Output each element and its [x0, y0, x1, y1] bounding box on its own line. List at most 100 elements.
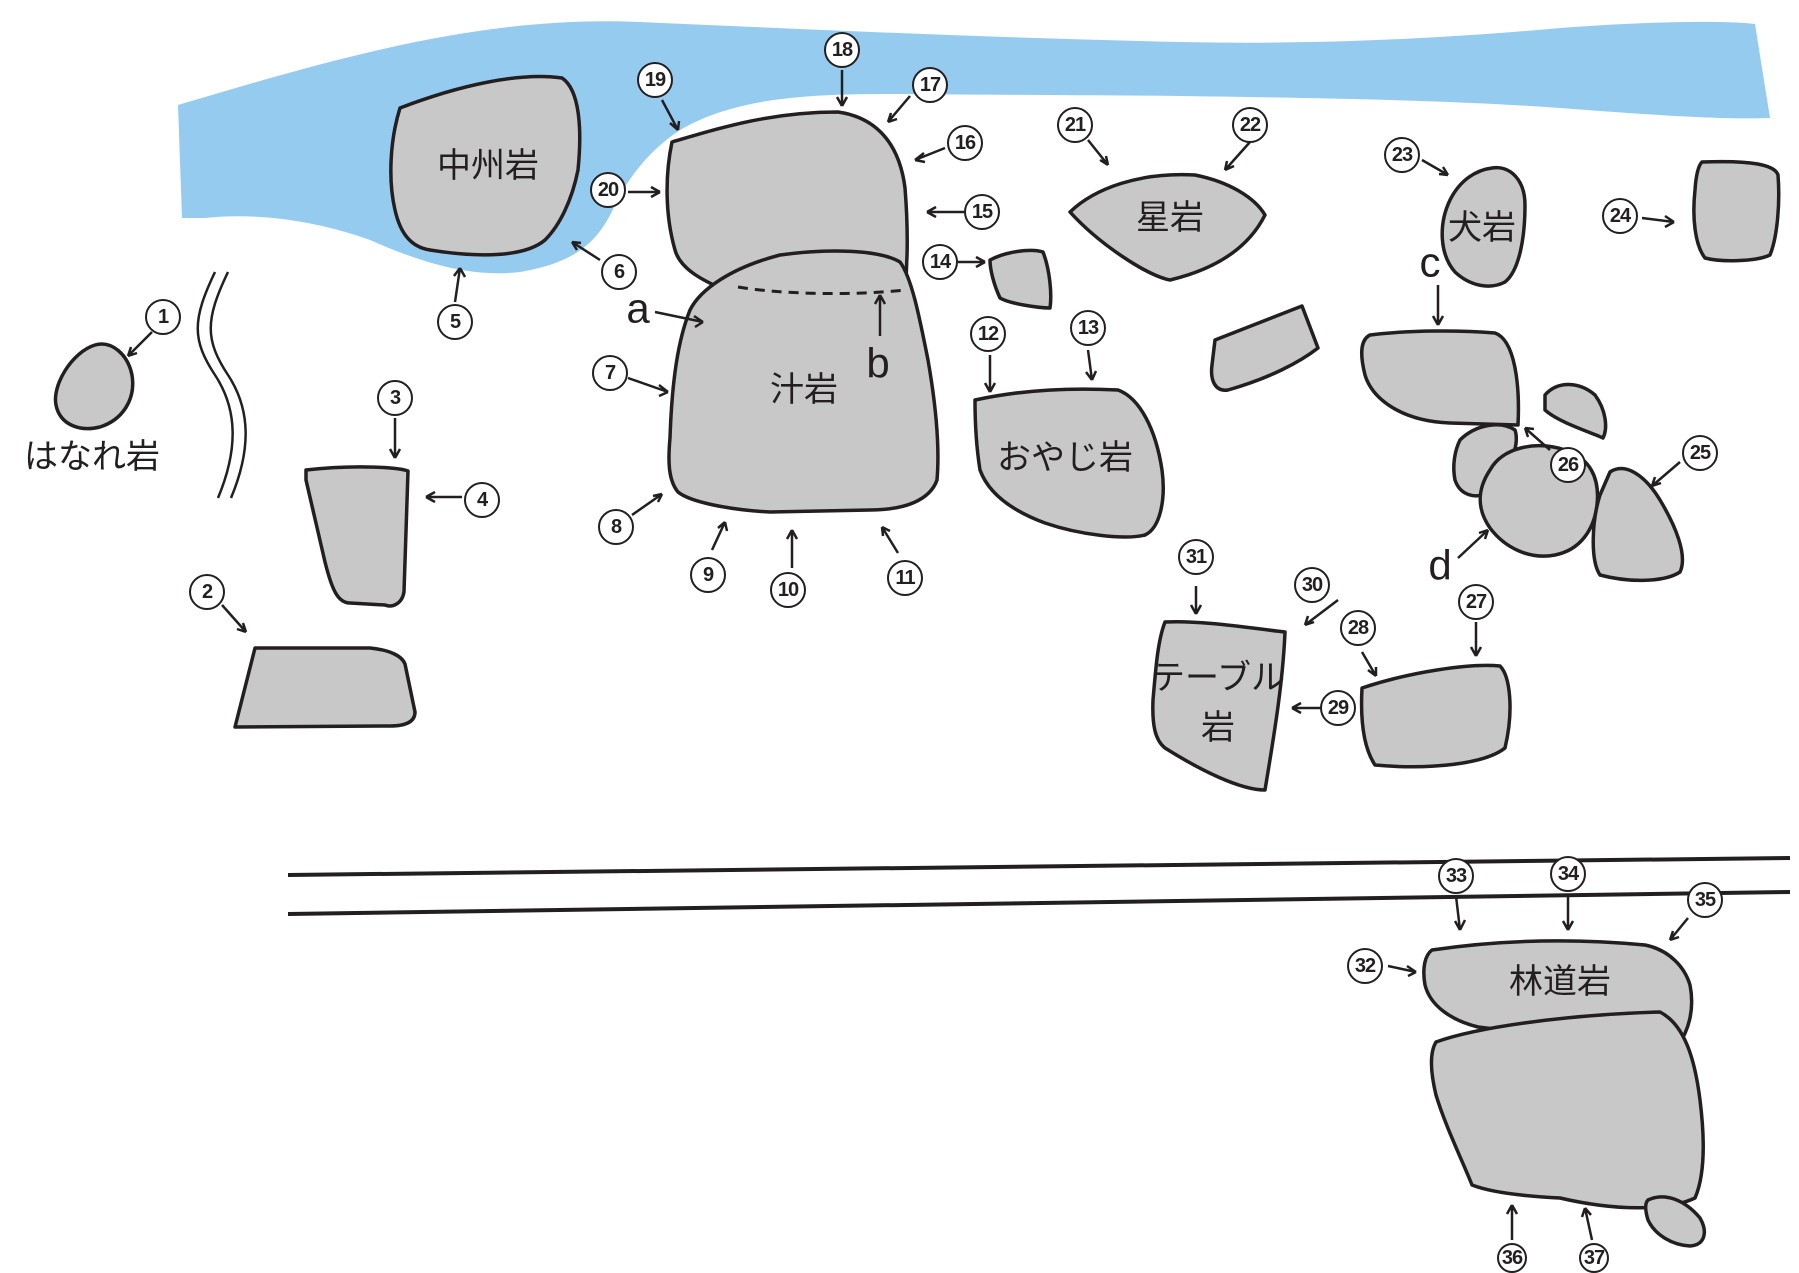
marker-8: 8 [598, 509, 634, 545]
marker-23: 23 [1384, 137, 1420, 173]
rock-24 [1692, 159, 1781, 263]
svg-text:4: 4 [477, 489, 489, 511]
label-shiru: 汁岩 [770, 370, 838, 410]
marker-19: 19 [637, 62, 673, 98]
label-rindo: 林道岩 [1509, 962, 1611, 1002]
label-hoshi: 星岩 [1136, 198, 1204, 238]
marker-29: 29 [1320, 690, 1356, 726]
svg-text:15: 15 [972, 201, 993, 223]
marker-21: 21 [1057, 107, 1093, 143]
road-line-lower [287, 890, 1791, 916]
marker-36: 36 [1497, 1243, 1527, 1273]
letter-c: c [1420, 239, 1441, 286]
marker-31: 31 [1178, 539, 1214, 575]
marker-28: 28 [1340, 610, 1376, 646]
svg-text:26: 26 [1558, 454, 1579, 476]
arrow-d [1457, 528, 1490, 559]
label-table-line2: 岩 [1201, 708, 1235, 748]
marker-2: 2 [189, 574, 225, 610]
marker-11: 11 [887, 560, 923, 596]
marker-14: 14 [922, 244, 958, 280]
marker-9: 9 [690, 557, 726, 593]
marker-33: 33 [1438, 858, 1474, 894]
road-line-upper [287, 856, 1791, 877]
svg-text:31: 31 [1186, 546, 1207, 568]
svg-text:14: 14 [930, 251, 952, 273]
rock-27 [1359, 663, 1512, 769]
rock-small-mid [1209, 304, 1320, 392]
svg-text:2: 2 [202, 581, 213, 603]
svg-text:34: 34 [1558, 863, 1580, 885]
rock-nakasu [389, 74, 582, 257]
svg-text:27: 27 [1466, 591, 1487, 613]
svg-text:37: 37 [1584, 1247, 1605, 1269]
svg-text:20: 20 [598, 179, 619, 201]
svg-text:24: 24 [1610, 205, 1632, 227]
marker-24: 24 [1602, 198, 1638, 234]
label-nakasu: 中州岩 [437, 146, 539, 186]
rock-inu [1440, 165, 1527, 288]
label-oyaji: おやじ岩 [997, 438, 1133, 478]
letter-b: b [866, 340, 889, 387]
marker-18: 18 [824, 32, 860, 68]
rock-hoshi [1068, 172, 1267, 282]
marker-26: 26 [1550, 447, 1586, 483]
svg-text:13: 13 [1078, 317, 1099, 339]
arrow-b [873, 294, 887, 336]
marker-34: 34 [1550, 856, 1586, 892]
marker-37: 37 [1579, 1243, 1609, 1273]
letter-a: a [626, 285, 650, 332]
svg-text:18: 18 [832, 39, 853, 61]
marker-1: 1 [145, 299, 181, 335]
svg-text:8: 8 [611, 516, 622, 538]
svg-text:3: 3 [390, 387, 401, 409]
svg-text:21: 21 [1065, 114, 1086, 136]
svg-text:1: 1 [158, 306, 169, 328]
marker-30: 30 [1294, 567, 1330, 603]
rock-14 [988, 248, 1053, 310]
label-table-line1: テーブル [1151, 658, 1285, 698]
marker-4: 4 [464, 482, 500, 518]
marker-15: 15 [964, 194, 1000, 230]
rock-37-small [1644, 1195, 1707, 1248]
svg-text:32: 32 [1355, 955, 1376, 977]
marker-32: 32 [1347, 948, 1383, 984]
svg-text:30: 30 [1302, 574, 1323, 596]
river [178, 21, 1770, 274]
rock-hanare [53, 342, 135, 431]
svg-text:25: 25 [1690, 442, 1711, 464]
rock-c [1359, 329, 1521, 427]
break-mark-right [209, 271, 247, 499]
letter-d: d [1428, 542, 1451, 589]
marker-6: 6 [601, 254, 637, 290]
rock-2 [233, 646, 417, 729]
rock-rindo-main [1429, 1010, 1705, 1210]
rock-table [1151, 619, 1287, 792]
break-mark-left [196, 271, 234, 499]
svg-text:28: 28 [1348, 617, 1369, 639]
svg-text:33: 33 [1446, 865, 1467, 887]
marker-13: 13 [1070, 310, 1106, 346]
svg-text:23: 23 [1392, 144, 1413, 166]
svg-text:6: 6 [614, 261, 625, 283]
svg-text:10: 10 [778, 579, 799, 601]
rock-3 [304, 465, 410, 608]
svg-text:36: 36 [1502, 1247, 1523, 1269]
svg-text:29: 29 [1328, 697, 1349, 719]
rock-oyaji [973, 387, 1165, 539]
label-inu: 犬岩 [1448, 208, 1516, 248]
marker-20: 20 [590, 172, 626, 208]
marker-27: 27 [1458, 584, 1494, 620]
svg-text:5: 5 [450, 311, 461, 333]
svg-text:16: 16 [955, 132, 976, 154]
svg-text:19: 19 [645, 69, 666, 91]
rock-shiru [667, 249, 940, 514]
arrow-c [1431, 285, 1445, 326]
marker-3: 3 [377, 380, 413, 416]
label-hanare: はなれ岩 [24, 437, 160, 477]
rock-25 [1591, 466, 1685, 583]
svg-text:35: 35 [1695, 889, 1716, 911]
marker-25: 25 [1682, 435, 1718, 471]
marker-arrows [126, 70, 1689, 1241]
